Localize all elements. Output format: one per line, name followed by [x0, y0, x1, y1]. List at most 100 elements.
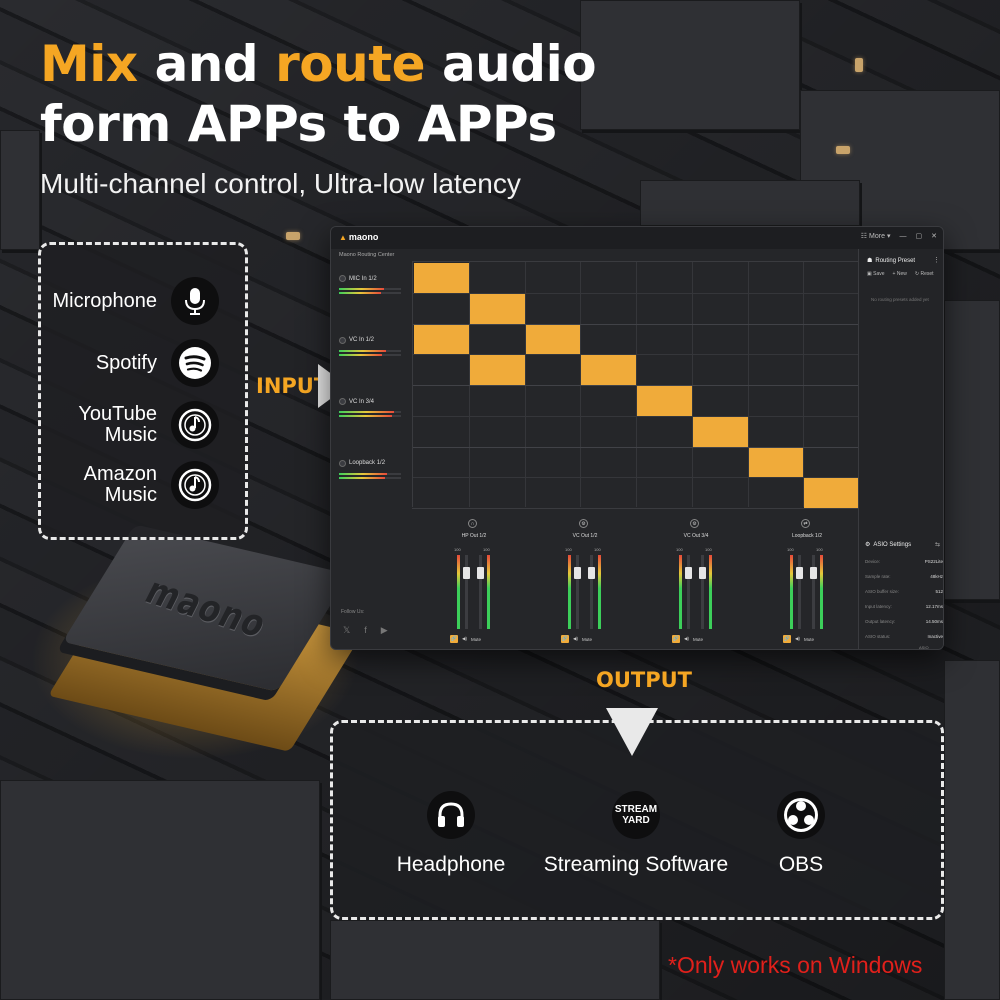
restore-icon[interactable]: ▢ [915, 233, 923, 240]
input-channel[interactable]: VC In 3/4 [339, 398, 409, 417]
volume-fader-right[interactable] [699, 567, 706, 580]
preset-menu-icon[interactable]: ⋮ [933, 257, 940, 264]
link-toggle-icon[interactable]: 🔗 [450, 635, 458, 643]
volume-fader-right[interactable] [477, 567, 484, 580]
volume-fader-left[interactable] [574, 567, 581, 580]
headline: Mix and route audio form APPs to APPs [40, 34, 597, 154]
volume-fader-left[interactable] [463, 567, 470, 580]
input-level-meter [339, 349, 401, 352]
output-level-meter [679, 555, 682, 629]
minimize-icon[interactable]: — [899, 232, 907, 240]
input-channel[interactable]: VC In 1/2 [339, 336, 409, 356]
mute-button[interactable]: Mute [692, 636, 703, 642]
volume-fader-right[interactable] [588, 567, 595, 580]
asio-value: 48kHz [930, 574, 943, 579]
youtube-icon[interactable]: ▶ [380, 625, 388, 635]
output-level-meter [568, 555, 571, 629]
level-fill [339, 353, 383, 356]
more-menu-button[interactable]: ☷More▾ [860, 232, 891, 241]
maono-logo-icon: ▲ [339, 232, 347, 242]
speaker-icon[interactable]: ◀) [462, 636, 467, 641]
volume-fader-left[interactable] [685, 567, 692, 580]
matrix-cell-active[interactable] [748, 447, 804, 478]
level-fill [339, 472, 388, 475]
asio-row: ASIO status:Inactive [865, 634, 943, 639]
follow-us-label: Follow Us: [341, 609, 365, 615]
matrix-gridline [691, 262, 693, 507]
settings-sliders-icon: ☷ [860, 233, 868, 240]
asio-config-icon[interactable]: ⇆ [934, 542, 940, 548]
output-level-meter [820, 555, 823, 629]
social-links: 𝕏 f ▶ [343, 625, 388, 636]
link-toggle-icon[interactable]: 🔗 [561, 635, 569, 643]
obs-icon [777, 791, 825, 839]
asio-row: Device:PS22Lite [865, 559, 943, 564]
volume-fader-right[interactable] [810, 567, 817, 580]
app-brand-name: maono [348, 232, 379, 242]
asio-row: Sample rate: 48kHz [865, 574, 943, 579]
source-label-line: YouTube [78, 403, 157, 425]
matrix-gridline [803, 262, 805, 507]
asio-row: Output latency:14.50ms [865, 619, 943, 624]
matrix-cell-active[interactable] [414, 324, 469, 355]
music-note-icon [171, 401, 219, 449]
speaker-icon[interactable]: ◀) [684, 636, 689, 641]
asio-key: Sample rate: [865, 574, 891, 579]
asio-button[interactable]: ASIO [919, 645, 929, 650]
mute-button[interactable]: Mute [803, 636, 814, 642]
matrix-cell-active[interactable] [637, 386, 692, 416]
windows-only-note: *Only works on Windows [668, 952, 923, 978]
matrix-gridline [413, 385, 858, 386]
bg-block [0, 130, 40, 250]
routing-matrix[interactable] [412, 261, 859, 508]
bg-block [0, 780, 320, 1000]
channel-icon [339, 398, 346, 405]
speaker-icon[interactable]: ◀) [795, 636, 800, 641]
input-channel[interactable]: Loopback 1/2 [339, 459, 409, 479]
matrix-cell-active[interactable] [804, 478, 859, 508]
bg-block [580, 0, 800, 130]
link-toggle-icon[interactable]: 🔗 [672, 635, 680, 643]
gear-icon: ⚙ [690, 519, 699, 528]
bg-led [286, 232, 300, 240]
matrix-cell-active[interactable] [469, 355, 525, 385]
facebook-icon[interactable]: f [364, 625, 367, 635]
x-icon[interactable]: 𝕏 [343, 625, 351, 635]
input-level-meter [339, 411, 401, 413]
mute-button[interactable]: Mute [470, 636, 481, 642]
level-fill [339, 292, 382, 294]
channel-icon [339, 336, 346, 344]
volume-fader-left[interactable] [796, 567, 803, 580]
reset-preset-button[interactable]: ↻ Reset [914, 271, 934, 277]
matrix-cell-active[interactable] [414, 263, 469, 293]
asio-row: Input latency:12.17ms [865, 604, 943, 609]
level-fill [339, 288, 384, 290]
matrix-cell-active[interactable] [692, 416, 748, 447]
destination-label: Streaming Software [543, 853, 729, 876]
matrix-cell-active[interactable] [525, 324, 581, 355]
close-icon[interactable]: ✕ [931, 233, 937, 240]
routing-center-title: Maono Routing Center [339, 252, 395, 258]
input-level-meter [339, 476, 401, 479]
headline-and: and [137, 35, 276, 93]
mute-button[interactable]: Mute [581, 636, 592, 642]
matrix-cell-active[interactable] [581, 355, 636, 385]
asio-key: ASIO buffer size: [865, 589, 899, 594]
input-channel[interactable]: MIC In 1/2 [339, 275, 409, 294]
save-preset-button[interactable]: ▣ Save [867, 271, 885, 277]
input-channel-label: Loopback 1/2 [349, 460, 386, 466]
bg-block [944, 300, 1000, 600]
matrix-cell-active[interactable] [469, 293, 525, 324]
title-bar: ▲maono ☷More▾ — ▢ ✕ [331, 227, 943, 249]
new-preset-button[interactable]: + New [892, 271, 907, 277]
link-toggle-icon[interactable]: 🔗 [783, 635, 791, 643]
bg-block [640, 180, 860, 226]
preset-empty-text: No routing presets added yet [871, 297, 929, 302]
output-level-meter [709, 555, 712, 629]
speaker-icon[interactable]: ◀) [573, 636, 578, 641]
